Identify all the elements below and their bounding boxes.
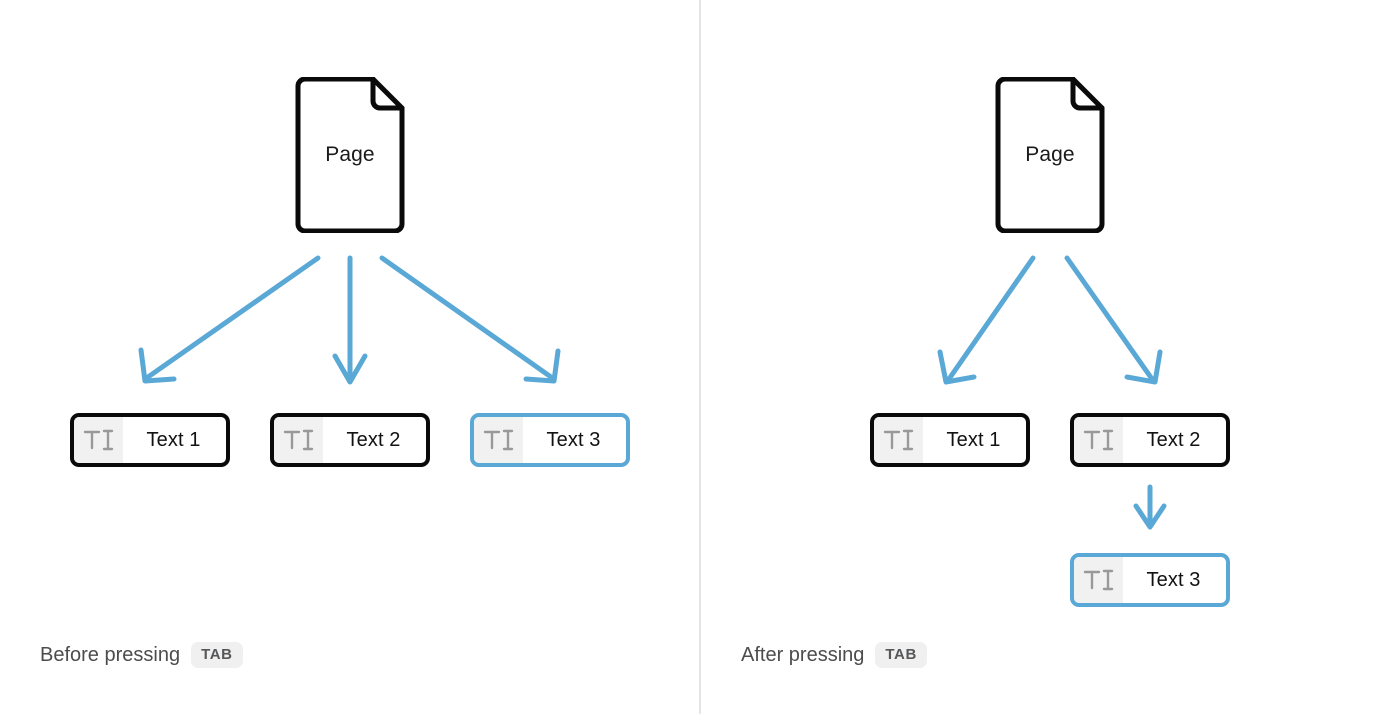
text-field-label: Text 3 — [546, 428, 601, 451]
text-field-label: Text 1 — [146, 428, 201, 451]
text-field-box-3-selected[interactable]: Text 3 — [470, 413, 630, 467]
page-icon-glyph — [995, 77, 1105, 233]
text-field-label: Text 3 — [1146, 568, 1201, 591]
text-cursor-icon — [874, 417, 923, 463]
page-label: Page — [1025, 143, 1075, 166]
tab-key-badge: TAB — [191, 642, 243, 668]
text-field-box-3-selected[interactable]: Text 3 — [1070, 553, 1230, 607]
text-field-label: Text 1 — [946, 428, 1001, 451]
page-label: Page — [325, 143, 375, 166]
caption-after: After pressing TAB — [741, 642, 927, 668]
text-cursor-icon — [274, 417, 323, 463]
text-field-box-2[interactable]: Text 2 — [1070, 413, 1230, 467]
page-document-icon: Page — [990, 77, 1110, 233]
text-field-box-1[interactable]: Text 1 — [870, 413, 1030, 467]
caption-text: Before pressing — [40, 643, 181, 666]
text-cursor-icon — [474, 417, 523, 463]
text-field-label: Text 2 — [346, 428, 401, 451]
caption-text: After pressing — [741, 643, 865, 666]
panel-before: Page Text 1 — [0, 0, 699, 714]
text-field-box-2[interactable]: Text 2 — [270, 413, 430, 467]
text-cursor-icon — [1074, 417, 1123, 463]
panel-divider — [699, 0, 701, 714]
text-cursor-icon — [1074, 557, 1123, 603]
text-field-label: Text 2 — [1146, 428, 1201, 451]
text-cursor-icon — [74, 417, 123, 463]
text-field-box-1[interactable]: Text 1 — [70, 413, 230, 467]
caption-before: Before pressing TAB — [40, 642, 243, 668]
tab-key-badge: TAB — [875, 642, 927, 668]
panel-after: Page Text 1 — [701, 0, 1400, 714]
page-icon-glyph — [295, 77, 405, 233]
page-document-icon: Page — [290, 77, 410, 233]
